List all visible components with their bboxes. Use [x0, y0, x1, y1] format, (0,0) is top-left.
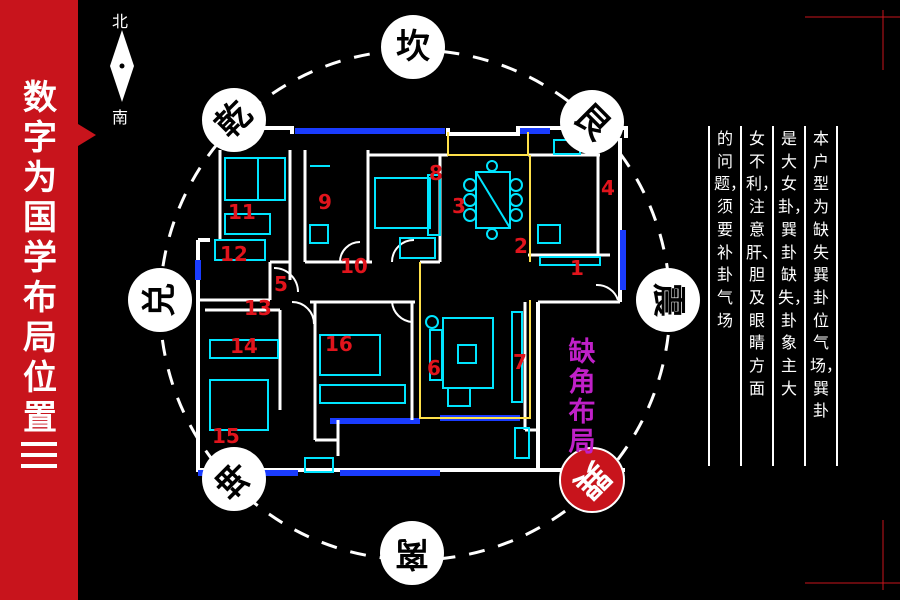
kan-marker	[381, 15, 445, 79]
xun-marker	[559, 447, 625, 513]
furniture	[209, 139, 601, 473]
trigram-markers	[128, 15, 700, 585]
bed-second	[374, 177, 431, 229]
bed-third	[209, 379, 269, 431]
corner-decoration	[805, 10, 900, 590]
trigram-kan-label: 坎	[396, 27, 430, 67]
room-number-10: 10	[340, 254, 368, 278]
room-number-12: 12	[220, 242, 248, 266]
trigram-li-label: 离	[395, 533, 429, 573]
trigram-zhen-label: 震	[648, 283, 688, 317]
dui-marker	[128, 268, 192, 332]
sidebar-panel: 数字为国学布局位置	[0, 0, 78, 600]
kun-marker	[202, 447, 266, 511]
room-number-2: 2	[514, 234, 528, 258]
room-number-8: 8	[429, 161, 443, 185]
note-divider-4	[740, 126, 742, 466]
living-area-outline	[419, 132, 531, 419]
room-number-9: 9	[318, 190, 332, 214]
qian-marker	[202, 88, 266, 152]
li-marker	[380, 521, 444, 585]
note-column-2: 是大女卦，巽卦缺失，卦象主大	[778, 129, 811, 398]
room-number-5: 5	[274, 272, 288, 296]
room-number-4: 4	[601, 176, 615, 200]
sofa	[442, 317, 494, 389]
room-number-15: 15	[212, 424, 240, 448]
door-swings	[273, 239, 619, 325]
note-divider-5	[708, 126, 710, 466]
compass-south-label: 南	[112, 108, 129, 127]
room-number-7: 7	[513, 350, 527, 374]
room-number-6: 6	[427, 356, 441, 380]
bed-master	[224, 157, 286, 201]
note-column-4: 的问题，须要补卦气场	[714, 129, 747, 330]
room-number-13: 13	[244, 296, 272, 320]
room-number-3: 3	[452, 194, 466, 218]
qian-trigram-icon	[21, 442, 57, 475]
zhen-marker	[636, 268, 700, 332]
missing-corner-label: 缺角布局	[568, 337, 596, 458]
note-column-1: 本户型为缺失巽卦位气场，巽卦	[810, 129, 843, 421]
note-column-3: 女不利，注意肝、胆及眼睛方面	[746, 129, 779, 398]
bed-fourth	[319, 334, 381, 376]
compass-north-label: 北	[112, 12, 129, 31]
note-divider-3	[772, 126, 774, 466]
compass-needle-icon	[110, 30, 134, 102]
sidebar-arrow	[78, 124, 96, 146]
note-divider-1	[836, 126, 838, 466]
room-number-14: 14	[230, 334, 258, 358]
note-divider-2	[804, 126, 806, 466]
sidebar-title: 数字为国学布局位置	[23, 78, 57, 438]
room-number-1: 1	[570, 256, 584, 280]
gen-marker	[560, 90, 624, 154]
room-number-16: 16	[325, 332, 353, 356]
trigram-dui-label: 兑	[140, 283, 180, 317]
room-number-11: 11	[228, 200, 256, 224]
